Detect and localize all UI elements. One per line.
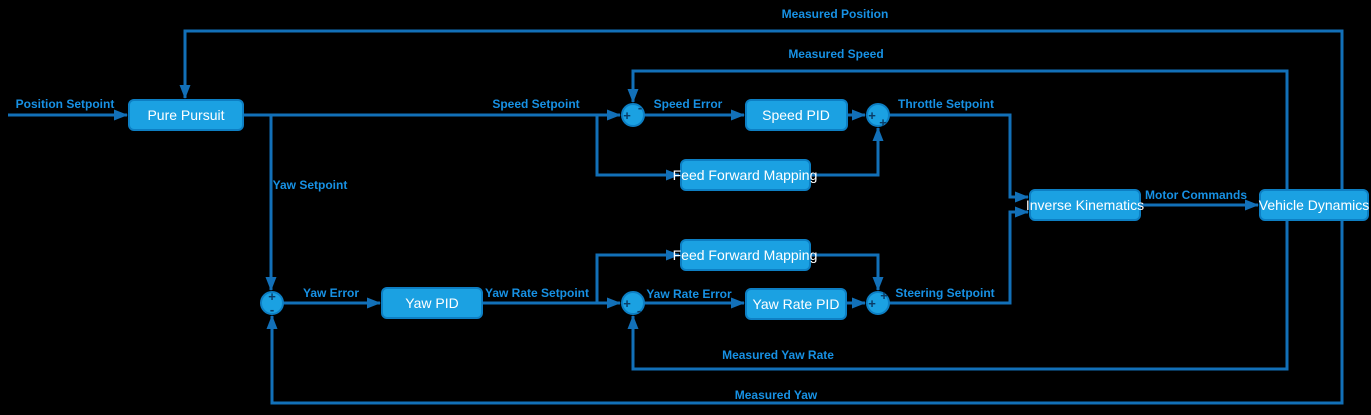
junction-sign: +: [868, 108, 876, 123]
label-measured-yaw-rate: Measured Yaw Rate: [722, 348, 834, 362]
label-measured-yaw: Measured Yaw: [735, 388, 818, 402]
block-label: Pure Pursuit: [147, 107, 224, 123]
junction-sign: -: [637, 303, 641, 318]
summing-junctions: + - + + + - + - + +: [260, 100, 890, 318]
block-feed-forward-mapping-bottom: Feed Forward Mapping: [673, 239, 818, 271]
label-position-setpoint: Position Setpoint: [16, 97, 115, 111]
edge-measured-position: [179, 29, 1344, 190]
block-label: Speed PID: [762, 107, 830, 123]
block-label: Yaw PID: [405, 295, 458, 311]
junction-throttle: + +: [866, 103, 890, 130]
label-measured-speed: Measured Speed: [788, 47, 883, 61]
block-label: Feed Forward Mapping: [673, 167, 818, 183]
edge-feed-forward-bottom-out: [810, 253, 884, 291]
edge-branch-to-feed-forward-top: [595, 115, 680, 181]
junction-sign: +: [879, 115, 887, 130]
edge-feed-forward-top-out: [810, 127, 884, 177]
edge-throttle-setpoint: [889, 113, 1029, 203]
junction-sign: +: [880, 288, 888, 303]
junction-sign: -: [270, 302, 274, 317]
block-label: Yaw Rate PID: [753, 296, 840, 312]
junction-sign: +: [623, 108, 631, 123]
edge-branch-to-feed-forward-bottom: [595, 249, 680, 303]
block-pure-pursuit: Pure Pursuit: [128, 99, 244, 131]
label-yaw-setpoint: Yaw Setpoint: [273, 178, 348, 192]
block-speed-pid: Speed PID: [745, 99, 848, 131]
junction-sign: -: [638, 100, 642, 115]
label-motor-commands: Motor Commands: [1145, 188, 1247, 202]
edge-steering-setpoint: [889, 206, 1029, 305]
junction-sign: +: [623, 296, 631, 311]
block-yaw-pid: Yaw PID: [381, 287, 483, 319]
edge-measured-yaw: [266, 220, 1344, 405]
edges: [8, 29, 1344, 405]
junction-speed-error: + -: [621, 100, 645, 127]
label-measured-position: Measured Position: [782, 7, 889, 21]
block-label: Inverse Kinematics: [1026, 197, 1144, 213]
block-yaw-rate-pid: Yaw Rate PID: [745, 288, 847, 320]
label-yaw-error: Yaw Error: [303, 286, 359, 300]
label-yaw-rate-setpoint: Yaw Rate Setpoint: [485, 286, 589, 300]
junction-sign: +: [268, 289, 276, 304]
label-yaw-rate-error: Yaw Rate Error: [646, 287, 732, 301]
edge-labels: Position Setpoint Measured Position Meas…: [16, 7, 1248, 402]
junction-yaw-error: + -: [260, 289, 284, 317]
junction-yaw-rate-error: + -: [621, 291, 645, 318]
edge-measured-speed: [627, 69, 1289, 190]
junction-sign: +: [868, 296, 876, 311]
label-speed-error: Speed Error: [654, 97, 723, 111]
block-label: Vehicle Dynamics: [1259, 197, 1370, 213]
label-speed-setpoint: Speed Setpoint: [492, 97, 579, 111]
blocks: Pure Pursuit Speed PID Feed Forward Mapp…: [128, 99, 1370, 320]
block-label: Feed Forward Mapping: [673, 247, 818, 263]
label-throttle-setpoint: Throttle Setpoint: [898, 97, 994, 111]
junction-steering: + +: [866, 288, 890, 315]
block-inverse-kinematics: Inverse Kinematics: [1026, 189, 1144, 221]
block-vehicle-dynamics: Vehicle Dynamics: [1259, 189, 1370, 221]
block-feed-forward-mapping-top: Feed Forward Mapping: [673, 159, 818, 191]
edge-measured-yaw-rate: [627, 220, 1289, 371]
label-steering-setpoint: Steering Setpoint: [895, 286, 994, 300]
